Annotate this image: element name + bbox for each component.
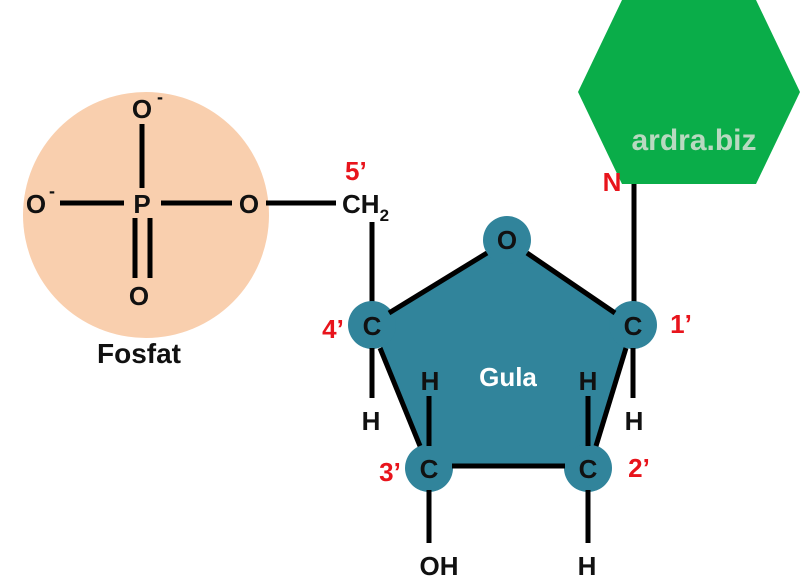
atom-n: N [603, 167, 622, 197]
atom-c4: C [363, 311, 382, 341]
atom-o-left: O [26, 189, 46, 219]
position-5: 5’ [345, 156, 367, 186]
ring-bond-c4-c3 [377, 347, 423, 447]
atom-h-c4: H [362, 406, 381, 436]
atom-o-bottom: O [129, 281, 149, 311]
sugar-node-c4 [348, 301, 396, 349]
atom-ring-o: O [497, 225, 517, 255]
position-2: 2’ [628, 453, 650, 483]
atom-h-c2-inner: H [579, 366, 598, 396]
ring-bond-c1-c2 [593, 347, 629, 447]
phosphate-group: P O - O - O O Fosfat [23, 87, 269, 369]
sugar-node-c3 [405, 444, 453, 492]
charge-o-left: - [49, 181, 55, 201]
atom-o-right: O [239, 189, 259, 219]
atom-h-c3-inner: H [421, 366, 440, 396]
ch2-ch: CH [342, 189, 380, 219]
atom-h-c1: H [625, 406, 644, 436]
ring-bond-o-c1 [525, 250, 617, 316]
base-hexagon [578, 0, 800, 184]
sugar-node-o [483, 216, 531, 264]
sugar-node-c2 [564, 444, 612, 492]
ch2-subscript: 2 [380, 206, 389, 225]
position-1: 1’ [670, 309, 692, 339]
phosphate-circle [23, 92, 269, 338]
atom-p: P [133, 189, 150, 219]
atom-c1: C [624, 311, 643, 341]
ch2-group: CH2 [342, 189, 389, 225]
position-3: 3’ [379, 457, 401, 487]
nitrogenous-base: ardra.biz N [578, 0, 800, 308]
atom-oh-c3: OH [420, 551, 459, 581]
atom-c2: C [579, 454, 598, 484]
position-4: 4’ [322, 314, 344, 344]
phosphate-caption: Fosfat [97, 338, 181, 369]
atom-c3: C [420, 454, 439, 484]
sugar-ring: O C C C C H H H H OH H Gula 4’ 1’ 3’ 2’ [322, 216, 692, 581]
atom-h-c2: H [578, 551, 597, 581]
sugar-pentagon [372, 240, 633, 468]
sugar-node-c1 [609, 301, 657, 349]
ring-bond-c4-o [387, 250, 489, 316]
atom-o-top: O [132, 94, 152, 124]
watermark-text: ardra.biz [631, 124, 756, 157]
charge-o-top: - [157, 87, 163, 107]
sugar-caption: Gula [479, 362, 537, 392]
